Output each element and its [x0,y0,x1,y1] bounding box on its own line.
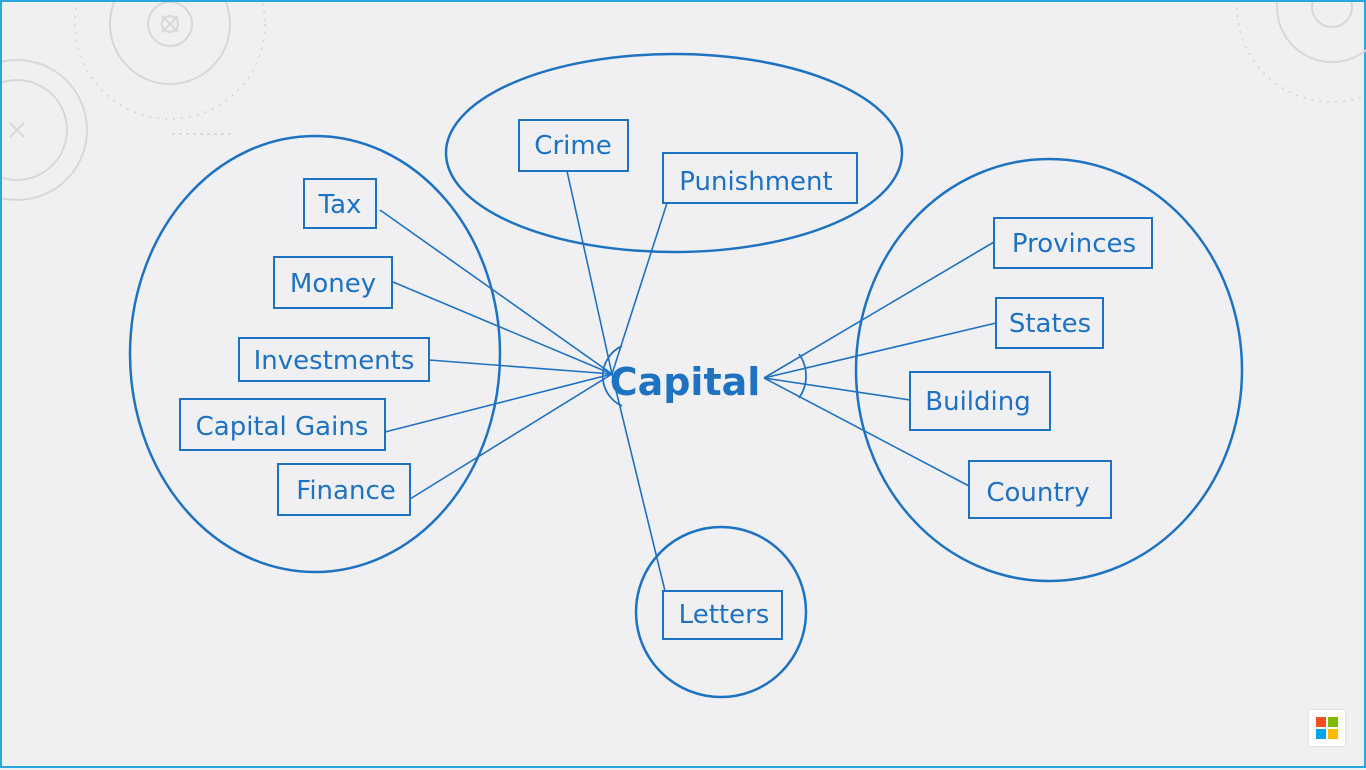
node-box-investments [238,337,430,382]
gear-decoration-right-icon [1236,2,1366,103]
angle-arc-right [798,353,807,399]
node-label-crime: Crime [534,131,611,161]
group-circle-letters [634,525,808,699]
node-label-investments: Investments [254,346,415,376]
node-box-crime [518,119,629,172]
group-ellipse-geography [854,157,1244,583]
node-label-tax: Tax [318,190,362,220]
node-box-country [968,460,1112,519]
node-box-building [909,371,1051,431]
node-label-capital-gains: Capital Gains [196,412,369,442]
node-box-tax [303,178,377,229]
node-box-letters [662,590,783,640]
node-box-punishment [662,152,858,204]
node-label-finance: Finance [296,476,395,506]
node-box-finance [277,463,411,516]
node-label-letters: Letters [679,600,770,630]
node-box-provinces [993,217,1153,269]
node-label-states: States [1009,309,1091,339]
group-ellipse-finance [128,134,502,574]
node-label-punishment: Punishment [679,167,832,197]
group-ellipse-crime [444,52,904,254]
connector-lines [379,170,997,592]
node-box-states [995,297,1104,349]
gear-decoration-left-icon [2,2,266,201]
node-label-building: Building [925,387,1030,417]
node-box-money [273,256,393,309]
central-concept-label: Capital [610,360,761,404]
microsoft-logo-icon [1309,710,1345,746]
node-box-capital-gains [179,398,386,451]
node-label-country: Country [986,478,1089,508]
node-label-provinces: Provinces [1012,229,1136,259]
angle-arc-left [601,345,623,407]
node-label-money: Money [290,269,376,299]
